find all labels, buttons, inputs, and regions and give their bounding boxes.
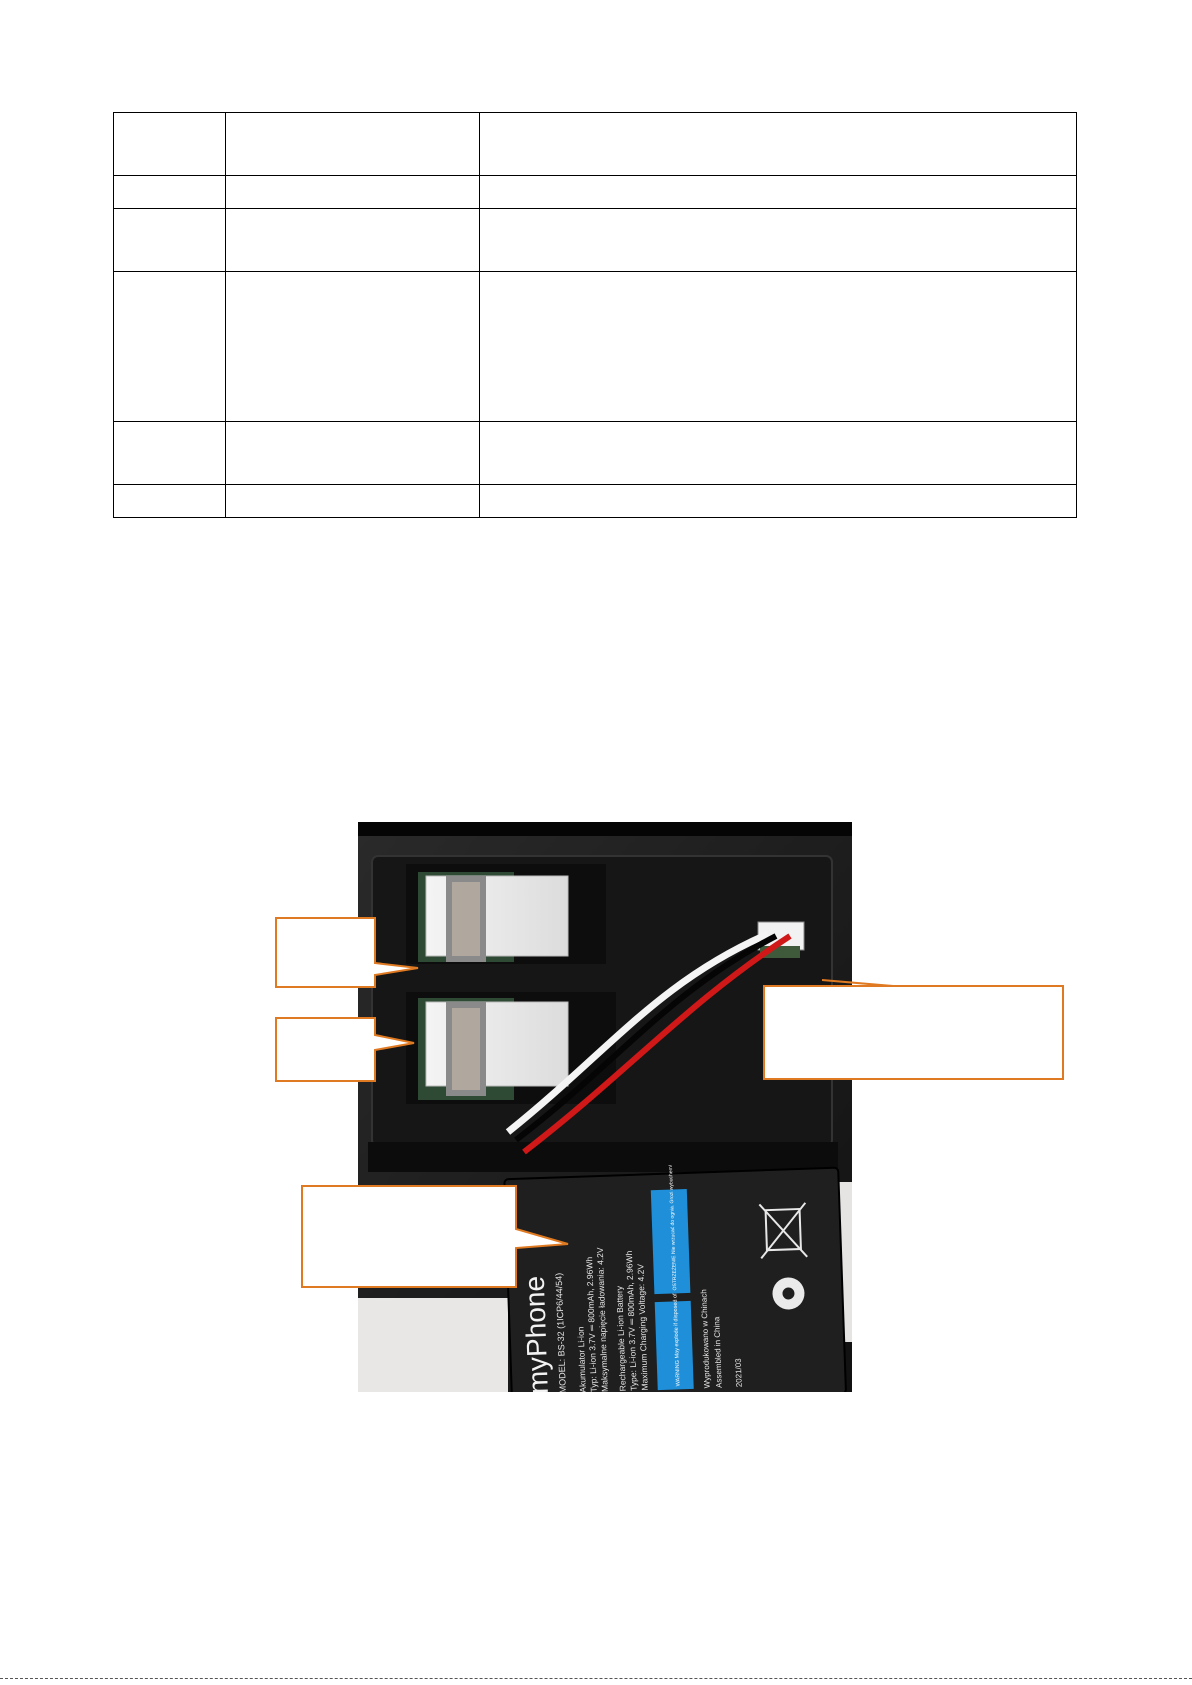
warning-box-en	[654, 1300, 694, 1391]
spec-table-cell	[479, 112, 1077, 176]
spec-table-cell	[113, 421, 226, 485]
warning-en: WARNING May explode if disposed of in fi…	[672, 1278, 682, 1386]
spec-table-row	[113, 175, 1077, 209]
spec-table-row	[113, 112, 1077, 176]
wire-black	[514, 933, 778, 1143]
spec-table-cell	[479, 271, 1077, 422]
spec-table	[113, 112, 1077, 518]
battery-pl-spec: Typ: Li-ion 3.7V ═ 800mAh, 2.96Wh	[584, 1256, 599, 1392]
sim-slot-2	[406, 992, 616, 1104]
spec-table-cell	[113, 484, 226, 518]
spec-table-cell	[479, 484, 1077, 518]
spec-table-cell	[225, 421, 480, 485]
battery-en-max: Maximum Charging Voltage: 4.2V	[635, 1263, 649, 1390]
battery-made-pl: Wyprodukowano w Chinach	[699, 1289, 711, 1388]
page-bottom-rule	[0, 1678, 1192, 1679]
spec-table-row	[113, 421, 1077, 485]
battery-en-spec: Type: Li-ion 3.7V ═ 800mAh, 2.96Wh	[624, 1250, 639, 1391]
spec-table-cell	[113, 175, 226, 209]
spec-table-cell	[113, 271, 226, 422]
battery-pack: myPhone MODEL: BS-32 (1ICP6/44/54) Akumu…	[503, 1165, 847, 1392]
spec-table-cell	[479, 175, 1077, 209]
spec-table-cell	[113, 112, 226, 176]
battery-compartment-photo: myPhone MODEL: BS-32 (1ICP6/44/54) Akumu…	[358, 822, 852, 1392]
warning-pl: OSTRZEŻENIE Nie wrzucać do ognia. Grozi …	[667, 1165, 678, 1291]
sim-slot-1	[406, 864, 606, 964]
spec-table-cell	[113, 208, 226, 272]
battery-date: 2021/03	[734, 1358, 744, 1388]
spec-table-row	[113, 271, 1077, 422]
warning-box-pl	[650, 1188, 691, 1295]
wire-white	[505, 930, 770, 1135]
battery-model: MODEL: BS-32 (1ICP6/44/54)	[554, 1273, 568, 1392]
spec-table-cell	[225, 112, 480, 176]
spec-table-cell	[225, 208, 480, 272]
battery-brand: myPhone	[519, 1275, 554, 1392]
battery-made-en: Assembled in China	[712, 1316, 723, 1388]
spec-table-row	[113, 208, 1077, 272]
spec-table-cell	[479, 421, 1077, 485]
battery-pl-type: Akumulator Li-ion	[576, 1326, 588, 1392]
recycle-icon	[772, 1277, 805, 1310]
spec-table-row	[113, 484, 1077, 518]
weee-bin-icon	[758, 1202, 808, 1260]
spec-table-cell	[479, 208, 1077, 272]
spec-table-cell	[225, 484, 480, 518]
battery-en-type: Rechargeable Li-ion Battery	[614, 1285, 628, 1391]
wire-red	[522, 933, 792, 1155]
spec-table-cell	[225, 271, 480, 422]
spec-table-cell	[225, 175, 480, 209]
